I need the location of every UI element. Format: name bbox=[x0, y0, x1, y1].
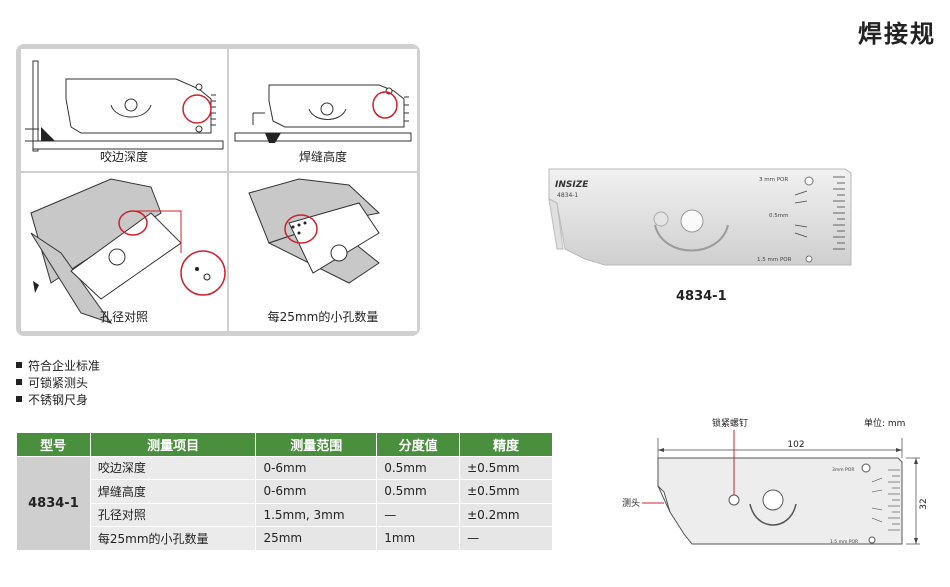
table-cell: 0-6mm bbox=[255, 455, 378, 480]
feature-list: 符合企业标准 可锁紧测头 不锈钢尺身 bbox=[16, 358, 100, 409]
diagram-caption-holes-per-25mm: 每25mm的小孔数量 bbox=[267, 310, 379, 324]
table-cell: 孔径对照 bbox=[89, 502, 257, 527]
diagram-weld-height: 焊缝高度 bbox=[229, 49, 417, 171]
dimension-drawing-svg: 锁紧螺钉 单位: mm 102 3mm POR 1.5 mm POR bbox=[622, 417, 929, 545]
diagram-hole-comparison: 孔径对照 bbox=[21, 173, 227, 331]
product-caption: 4834-1 bbox=[676, 289, 727, 304]
por-3mm-marking: 3 mm POR bbox=[759, 177, 788, 183]
unit-label: 单位: mm bbox=[864, 417, 905, 429]
table-cell: ±0.2mm bbox=[459, 502, 553, 527]
header-accuracy: 精度 bbox=[459, 433, 553, 456]
length-dimension: 102 bbox=[787, 440, 804, 450]
table-cell: 0.5mm bbox=[376, 479, 461, 504]
diagram-holes-per-25mm: 每25mm的小孔数量 bbox=[229, 173, 417, 331]
table-row: 孔径对照 1.5mm, 3mm — ±0.2mm bbox=[17, 502, 553, 527]
diagram-caption-undercut-depth: 咬边深度 bbox=[99, 150, 148, 164]
probe-label: 测头 bbox=[622, 498, 640, 509]
bullet-icon bbox=[16, 362, 22, 368]
table-cell: 焊缝高度 bbox=[89, 479, 257, 504]
feature-item: 可锁紧测头 bbox=[16, 375, 100, 392]
table-cell: 0-6mm bbox=[255, 479, 378, 504]
table-cell: 0.5mm bbox=[376, 455, 461, 480]
height-dimension: 32 bbox=[919, 498, 929, 509]
table-cell: ±0.5mm bbox=[459, 479, 553, 504]
feature-item: 符合企业标准 bbox=[16, 358, 100, 375]
feature-item: 不锈钢尺身 bbox=[16, 392, 100, 409]
lock-screw-label: 锁紧螺钉 bbox=[712, 417, 748, 429]
header-resolution: 分度值 bbox=[376, 433, 461, 456]
product-photo: INSIZE 4834-1 3 mm POR 0.5mm 1.5 mm POR bbox=[545, 163, 860, 271]
holes-per-25mm-illustration bbox=[248, 178, 381, 284]
undercut-depth-illustration bbox=[25, 60, 224, 152]
table-cell: 1.5mm, 3mm bbox=[255, 502, 378, 527]
spec-table: 型号 测量项目 测量范围 分度值 精度 4834-1 咬边深度 0-6mm 0.… bbox=[16, 433, 553, 551]
diagram-caption-weld-height: 焊缝高度 bbox=[298, 150, 347, 164]
table-cell: ±0.5mm bbox=[459, 455, 553, 480]
table-cell: 1mm bbox=[376, 526, 461, 551]
por-1-5mm-marking: 1.5 mm POR bbox=[830, 539, 858, 545]
dimension-drawing: 锁紧螺钉 单位: mm 102 3mm POR 1.5 mm POR bbox=[620, 412, 940, 572]
hole-comparison-illustration bbox=[30, 178, 226, 324]
header-model: 型号 bbox=[16, 433, 91, 456]
table-row: 4834-1 咬边深度 0-6mm 0.5mm ±0.5mm bbox=[16, 455, 553, 551]
por-1-5mm-marking: 1.5 mm POR bbox=[757, 257, 792, 263]
diagram-undercut-depth: 咬边深度 bbox=[21, 49, 227, 171]
table-row: 焊缝高度 0-6mm 0.5mm ±0.5mm bbox=[17, 479, 553, 504]
gauge-model-marking: 4834-1 bbox=[557, 192, 578, 199]
table-header-row: 型号 测量项目 测量范围 分度值 精度 bbox=[16, 433, 553, 456]
table-cell: — bbox=[376, 502, 461, 527]
diagram-caption-hole-comparison: 孔径对照 bbox=[99, 310, 148, 324]
bullet-icon bbox=[16, 379, 22, 385]
table-cell: 每25mm的小孔数量 bbox=[89, 526, 257, 551]
table-cell: 咬边深度 bbox=[89, 455, 257, 480]
bullet-icon bbox=[16, 396, 22, 402]
header-item: 测量项目 bbox=[90, 433, 257, 456]
half-mm-marking: 0.5mm bbox=[769, 213, 788, 219]
table-cell: 25mm bbox=[255, 526, 378, 551]
header-range: 测量范围 bbox=[255, 433, 378, 456]
page-title: 焊接规 bbox=[858, 20, 936, 48]
usage-diagram-panel: 咬边深度 焊缝高度 bbox=[16, 44, 420, 336]
por-3mm-marking: 3mm POR bbox=[832, 467, 854, 473]
weld-height-illustration bbox=[234, 84, 412, 143]
model-cell: 4834-1 bbox=[16, 455, 91, 551]
table-row: 每25mm的小孔数量 25mm 1mm — bbox=[17, 526, 553, 551]
welding-gauge-image: INSIZE 4834-1 3 mm POR 0.5mm 1.5 mm POR bbox=[548, 168, 852, 266]
brand-logo: INSIZE bbox=[555, 180, 589, 190]
table-cell: — bbox=[459, 526, 553, 551]
